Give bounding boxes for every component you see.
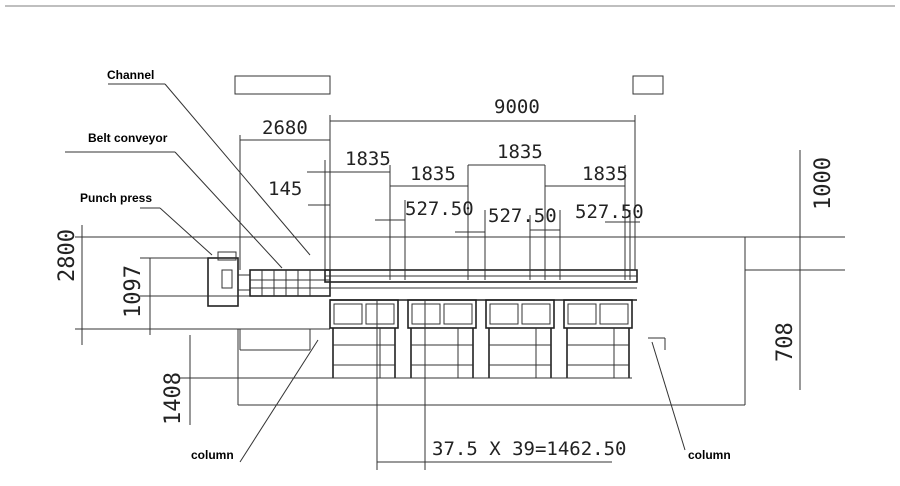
station-1: [329, 299, 399, 378]
label-belt-conveyor: Belt conveyor: [88, 131, 168, 145]
dim-527-b: 527.50: [488, 205, 557, 227]
dim-2680: 2680: [262, 117, 308, 139]
dim-1000: 1000: [811, 157, 836, 210]
leader-lines: [65, 83, 686, 463]
dim-pitch: 37.5 X 39=1462.50: [432, 438, 626, 460]
station-2: [407, 299, 477, 378]
dim-1408: 1408: [161, 372, 186, 425]
label-column-left: column: [191, 448, 234, 462]
dim-145: 145: [268, 178, 302, 200]
channel: [324, 269, 638, 289]
dim-527-c: 527.50: [575, 201, 644, 223]
dim-1835-b: 1835: [410, 163, 456, 185]
dim-527-a: 527.50: [405, 198, 474, 220]
dim-1097: 1097: [121, 265, 146, 318]
belt-conveyor: [249, 269, 331, 297]
dim-1835-c: 1835: [497, 141, 543, 163]
dim-2800: 2800: [55, 229, 80, 282]
label-punch-press: Punch press: [80, 191, 152, 205]
floor-outline: [75, 236, 845, 406]
punch-press: [207, 251, 250, 307]
dim-9000: 9000: [494, 96, 540, 118]
station-3: [485, 299, 555, 378]
top-block-right: [632, 75, 664, 95]
label-column-right: column: [688, 448, 731, 462]
dim-1835-a: 1835: [345, 148, 391, 170]
top-block-left: [234, 75, 331, 95]
dim-708: 708: [773, 322, 798, 362]
station-4: [563, 299, 633, 378]
dim-1835-d: 1835: [582, 163, 628, 185]
label-channel: Channel: [107, 68, 154, 82]
dimension-lines: [81, 115, 845, 470]
